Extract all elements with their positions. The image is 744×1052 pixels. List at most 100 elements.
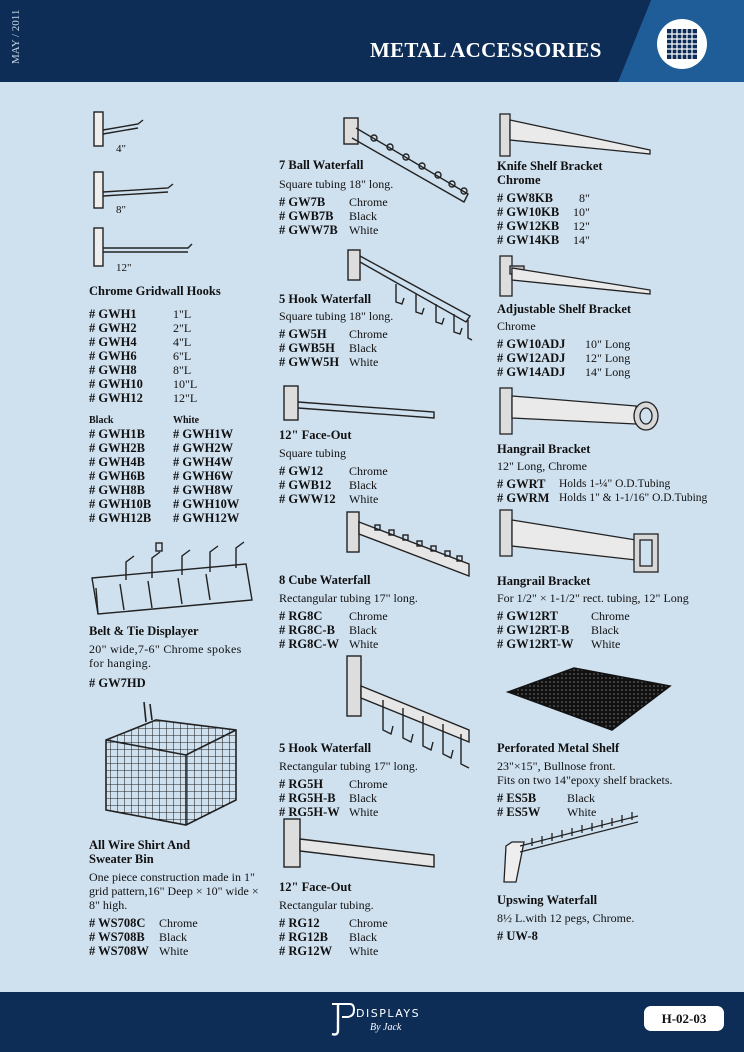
product-code: # RG12B	[279, 930, 328, 944]
product-code: # GWH4	[89, 335, 137, 349]
product-finish: Black	[349, 341, 377, 355]
upswing-waterfall-image	[503, 812, 639, 883]
product-code: # RG12	[279, 916, 320, 930]
page-code-badge: H-02-03	[644, 1006, 724, 1031]
product-code: # GWH6W	[173, 469, 234, 483]
product-code: # GWW5H	[279, 355, 340, 369]
product-code: # GW14ADJ	[497, 365, 566, 379]
product-note: Holds 1" & 1-1/16" O.D.Tubing	[559, 492, 708, 504]
section-title: 5 Hook Waterfall	[279, 292, 372, 306]
product-code: # GW5H	[279, 327, 327, 341]
product-size: 6"L	[173, 349, 192, 363]
perforated-shelf-section: Perforated Metal Shelf 23"×15", Bullnose…	[497, 741, 737, 819]
product-finish: Black	[349, 791, 377, 805]
product-code: # GW7HD	[89, 676, 146, 690]
faceout-rect-image	[283, 818, 435, 868]
white-column-head: White	[173, 415, 200, 426]
product-code: # GWH10	[89, 377, 143, 391]
section-desc: Chrome	[497, 319, 536, 333]
product-code: # GWH2B	[89, 441, 145, 455]
product-code: # RG8C	[279, 609, 323, 623]
product-size: 12"L	[173, 391, 198, 405]
product-size: 12"	[573, 219, 590, 233]
product-code: # GWH10W	[173, 497, 240, 511]
product-code: # GWH8	[89, 363, 137, 377]
section-desc: Rectangular tubing.	[279, 898, 374, 912]
product-size: 4"L	[173, 335, 192, 349]
product-code: # GWH1	[89, 307, 137, 321]
product-code: # GWH10B	[89, 497, 152, 511]
section-desc: Fits on two 14"epoxy shelf brackets.	[497, 773, 673, 787]
product-finish: White	[349, 637, 379, 651]
section-title: Chrome	[497, 173, 541, 187]
product-code: # RG5H-B	[279, 791, 336, 805]
product-size: 10"L	[173, 377, 198, 391]
product-size: 10" Long	[585, 337, 631, 351]
product-finish: Chrome	[349, 609, 388, 623]
section-title: Hangrail Bracket	[497, 574, 591, 588]
product-code: # GW12	[279, 464, 324, 478]
product-finish: White	[591, 637, 621, 651]
product-note: Holds 1-¼" O.D.Tubing	[559, 478, 671, 490]
product-code: # RG5H-W	[279, 805, 340, 819]
wire-bin-image	[105, 701, 237, 826]
company-logo: DISPLAYS By Jack	[320, 996, 430, 1042]
product-code: # GWH8B	[89, 483, 145, 497]
product-code: # RG5H	[279, 777, 324, 791]
logo-subtext: By Jack	[370, 1022, 402, 1033]
section-title: 12" Face-Out	[279, 880, 352, 894]
product-finish: Chrome	[349, 916, 388, 930]
product-finish: White	[349, 944, 379, 958]
product-code: # GWH1W	[173, 427, 234, 441]
faceout-image	[283, 385, 435, 421]
section-title: All Wire Shirt And	[89, 838, 191, 852]
section-title: Chrome Gridwall Hooks	[89, 284, 221, 298]
section-desc: Square tubing	[279, 446, 346, 460]
product-code: # GWH12B	[89, 511, 152, 525]
product-code: # RG8C-W	[279, 637, 340, 651]
product-finish: Chrome	[159, 916, 198, 930]
product-code: # GWRT	[497, 477, 546, 491]
product-code: # GWH12W	[173, 511, 240, 525]
page-header: MAY / 2011 METAL ACCESSORIES	[0, 0, 744, 82]
hook-size-label: 8"	[116, 204, 126, 216]
product-code: # GW12KB	[497, 219, 560, 233]
product-code: # GWH6B	[89, 469, 145, 483]
section-desc: For 1/2" × 1-1/2" rect. tubing, 12" Long	[497, 591, 689, 605]
product-finish: White	[349, 805, 379, 819]
belt-tie-section: Belt & Tie Displayer 20" wide,7-6" Chrom…	[89, 624, 259, 690]
section-title: Belt & Tie Displayer	[89, 624, 199, 638]
product-finish: Chrome	[349, 195, 388, 209]
product-code: # WS708C	[89, 916, 146, 930]
adjustable-bracket-image	[499, 255, 651, 297]
product-finish: Black	[349, 623, 377, 637]
product-code: # GWH4W	[173, 455, 234, 469]
page-title: METAL ACCESSORIES	[370, 38, 602, 62]
section-title: Adjustable Shelf Bracket	[497, 302, 632, 316]
black-column-head: Black	[89, 415, 114, 426]
section-title: Perforated Metal Shelf	[497, 741, 620, 755]
belt-displayer-image	[91, 541, 253, 615]
section-title: 12" Face-Out	[279, 428, 352, 442]
product-code: # GW14KB	[497, 233, 560, 247]
product-finish: White	[349, 492, 379, 506]
product-code: # ES5B	[497, 791, 537, 805]
product-code: # GWB12	[279, 478, 332, 492]
product-code: # GW12RT-B	[497, 623, 570, 637]
gridwall-hooks-image	[93, 111, 193, 267]
section-title: 5 Hook Waterfall	[279, 741, 372, 755]
product-finish: Black	[159, 930, 187, 944]
cube-waterfall-image	[346, 511, 470, 578]
section-desc: 12" Long, Chrome	[497, 459, 587, 473]
grid-icon	[657, 19, 707, 69]
logo-text: DISPLAYS	[356, 1007, 421, 1020]
product-code: # GWH1B	[89, 427, 145, 441]
cube-waterfall-section: 8 Cube Waterfall Rectangular tubing 17" …	[279, 573, 454, 651]
section-title: Upswing Waterfall	[497, 893, 598, 907]
hook-waterfall-section: 5 Hook Waterfall Square tubing 18" long.…	[279, 292, 449, 369]
product-size: 2"L	[173, 321, 192, 335]
product-code: # GW12RT	[497, 609, 559, 623]
product-size: 14"	[573, 233, 590, 247]
product-code: # GW12ADJ	[497, 351, 566, 365]
